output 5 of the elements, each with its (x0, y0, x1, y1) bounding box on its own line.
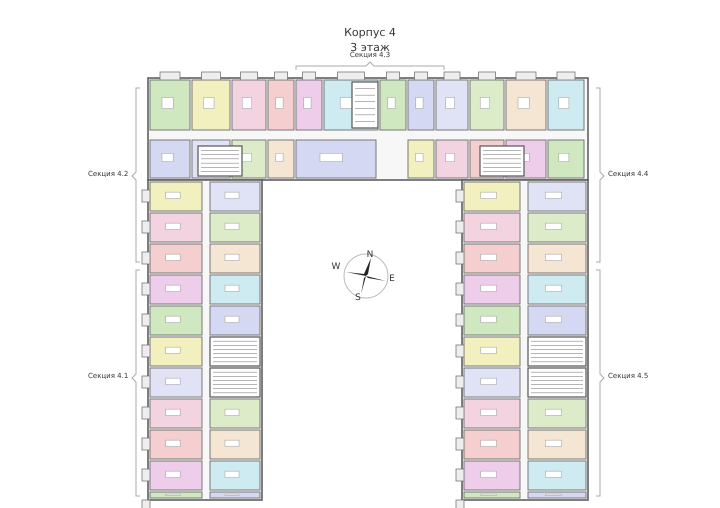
compass-letter: S (355, 293, 361, 303)
compass-letter: N (366, 250, 374, 260)
compass-letter: E (389, 274, 395, 284)
compass-letter: W (332, 262, 340, 272)
building-title: Корпус 4 (344, 26, 396, 39)
